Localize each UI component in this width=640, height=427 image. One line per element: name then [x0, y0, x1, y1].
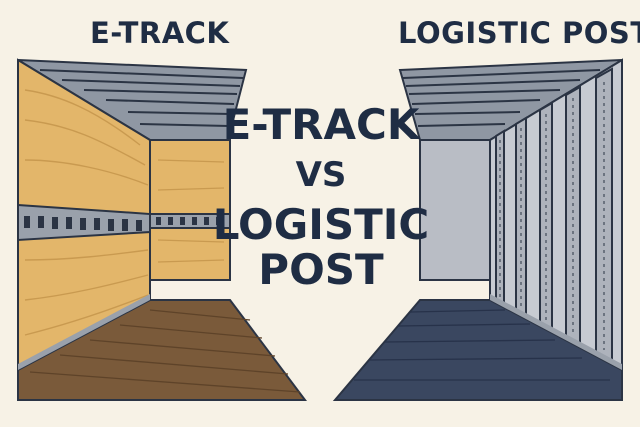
logistic-back-wall — [419, 139, 491, 281]
etrack-back-wall — [149, 139, 231, 281]
comparison-title: E-TRACK VS LOGISTIC POST — [212, 102, 430, 293]
logistic-post-heading: LOGISTIC POST — [398, 16, 640, 50]
title-line-post: POST — [258, 245, 384, 295]
etrack-trailer-illustration — [17, 58, 307, 401]
title-line-logistic: LOGISTIC — [212, 200, 430, 250]
etrack-rail — [17, 203, 231, 242]
title-line-vs: VS — [295, 155, 347, 196]
logistic-post-trailer-illustration — [332, 58, 623, 401]
etrack-heading: E-TRACK — [90, 16, 230, 50]
title-line-etrack: E-TRACK — [222, 100, 420, 149]
